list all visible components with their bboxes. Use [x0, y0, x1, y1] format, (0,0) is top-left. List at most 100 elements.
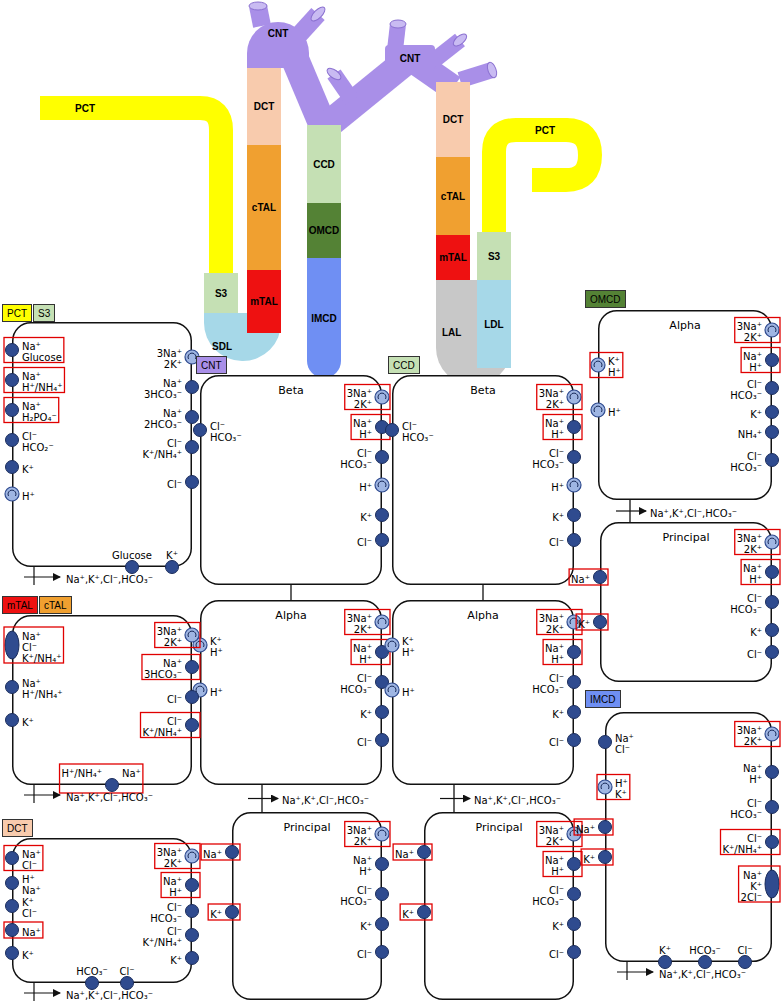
ion-label: K⁺: [583, 854, 595, 865]
ion-label: K⁺: [615, 789, 627, 800]
transporter: [186, 719, 199, 732]
segment-tag: cTAL: [39, 596, 72, 614]
tubule-segment: DCT: [436, 82, 470, 157]
pump-arrow: [196, 686, 204, 692]
ion-label: Cl⁻: [737, 945, 752, 956]
label-slot: K⁺: [360, 919, 372, 932]
cell-heading: Beta: [470, 385, 495, 396]
ion-label: HCO₃⁻: [730, 390, 762, 401]
cell-outline: [201, 601, 382, 785]
label-slot: Na⁺: [163, 406, 182, 419]
highlight-box: [543, 415, 582, 440]
transporter: [594, 571, 607, 584]
proximal-tubule: [40, 108, 221, 274]
ion-label: 2K⁺: [164, 858, 182, 869]
atpase-pump: [385, 638, 399, 652]
cell: BetaCl⁻HCO₃⁻3Na⁺2K⁺Na⁺H⁺Cl⁻HCO₃⁻H⁺K⁺Cl⁻: [392, 375, 574, 585]
label-slot: NH₄⁺: [738, 427, 762, 440]
label-slot: HCO₃⁻: [402, 430, 434, 443]
ion-label: Na⁺: [163, 408, 182, 419]
label-slot: K⁺/NH₄⁺: [143, 447, 183, 460]
paracellular-label: Na⁺,K⁺,Cl⁻,HCO₃⁻: [474, 795, 561, 806]
transporter: [568, 706, 581, 719]
label-slot: H⁺: [551, 480, 564, 493]
pump-arrow: [378, 393, 386, 399]
ion-label: Cl⁻: [549, 737, 564, 748]
paracellular-junction: [626, 962, 627, 980]
ion-label: Cl⁻: [167, 694, 182, 705]
label-slot: HCO₃⁻: [730, 460, 762, 473]
segment-label: DCT: [443, 114, 464, 125]
label-slot: H⁺: [402, 645, 415, 658]
highlight-box: [576, 614, 608, 630]
label-slot: K⁺: [210, 907, 222, 920]
label-slot: Na⁺: [22, 369, 41, 382]
label-slot: 2Cl⁻: [741, 890, 762, 903]
label-slot: Na⁺: [615, 731, 634, 744]
transporter: [376, 706, 389, 719]
paracellular-arrow: [617, 971, 653, 972]
highlight-box: [581, 849, 613, 865]
ion-label: Na⁺: [743, 763, 762, 774]
ion-label: Cl⁻: [22, 860, 37, 871]
ion-label: H⁺: [608, 407, 621, 418]
ion-label: H⁺: [615, 778, 628, 789]
label-slot: 2HCO₃⁻: [144, 417, 182, 430]
ion-label: HCO₃⁻: [730, 809, 762, 820]
label-slot: H⁺: [22, 872, 35, 885]
tubule-segment: IMCD: [307, 258, 341, 378]
transporter: [594, 616, 607, 629]
label-slot: Na⁺: [163, 874, 182, 887]
label-slot: Cl⁻: [615, 742, 630, 755]
label-slot: K⁺: [402, 634, 414, 647]
ion-label: K⁺: [170, 955, 182, 966]
label-slot: 2K⁺: [354, 622, 372, 635]
cell-outline: [13, 323, 192, 567]
label-slot: Cl⁻: [747, 831, 762, 844]
tag-label: mTAL: [7, 600, 33, 612]
highlight-box: [345, 385, 390, 410]
ion-label: H⁺: [749, 774, 762, 785]
segment-tag: mTAL: [2, 596, 38, 614]
ion-label: NH₄⁺: [738, 429, 762, 440]
ion-label: Cl⁻: [167, 926, 182, 937]
highlight-box: [208, 904, 240, 920]
transporter: [226, 846, 239, 859]
ion-label: H⁺: [359, 482, 372, 493]
highlight-box: [142, 655, 200, 680]
label-slot: H⁺: [359, 427, 372, 440]
tubule-segment: S3: [477, 232, 511, 280]
ion-label: 3Na⁺: [539, 388, 564, 399]
ion-label: H⁺: [551, 429, 564, 440]
label-slot: Na⁺,K⁺,Cl⁻,HCO₃⁻: [282, 793, 369, 806]
segment-label: OMCD: [309, 225, 340, 236]
ion-label: K⁺: [22, 717, 34, 728]
transporter: [6, 714, 19, 727]
label-slot: H⁺: [210, 645, 223, 658]
ion-label: Cl⁻: [357, 949, 372, 960]
label-slot: Cl⁻: [402, 419, 417, 432]
ion-label: K⁺: [750, 881, 762, 892]
segment-tag: PCT: [2, 304, 32, 322]
label-slot: H⁺: [359, 864, 372, 877]
label-slot: HCO₃⁻: [730, 388, 762, 401]
ion-label: 2K⁺: [354, 399, 372, 410]
ion-label: Na⁺: [353, 418, 372, 429]
label-slot: Na⁺: [353, 853, 372, 866]
ion-label: Na⁺: [163, 876, 182, 887]
label-slot: H⁺: [210, 685, 223, 698]
label-slot: 3Na⁺: [347, 386, 372, 399]
atpase-pump: [567, 390, 581, 404]
segment-label: S3: [215, 288, 227, 299]
transporter: [86, 977, 99, 990]
label-slot: Na⁺,K⁺,Cl⁻,HCO₃⁻: [66, 572, 153, 585]
ion-label: Cl⁻: [22, 642, 37, 653]
label-slot: Cl⁻: [167, 924, 182, 937]
transporter: [568, 734, 581, 747]
label-slot: K⁺: [210, 634, 222, 647]
label-slot: Na⁺: [22, 339, 41, 352]
label-slot: H⁺/NH₄⁺: [62, 766, 102, 779]
ion-label: H⁺: [210, 687, 223, 698]
label-slot: Na⁺: [353, 641, 372, 654]
proximal-tubule: [494, 130, 590, 233]
